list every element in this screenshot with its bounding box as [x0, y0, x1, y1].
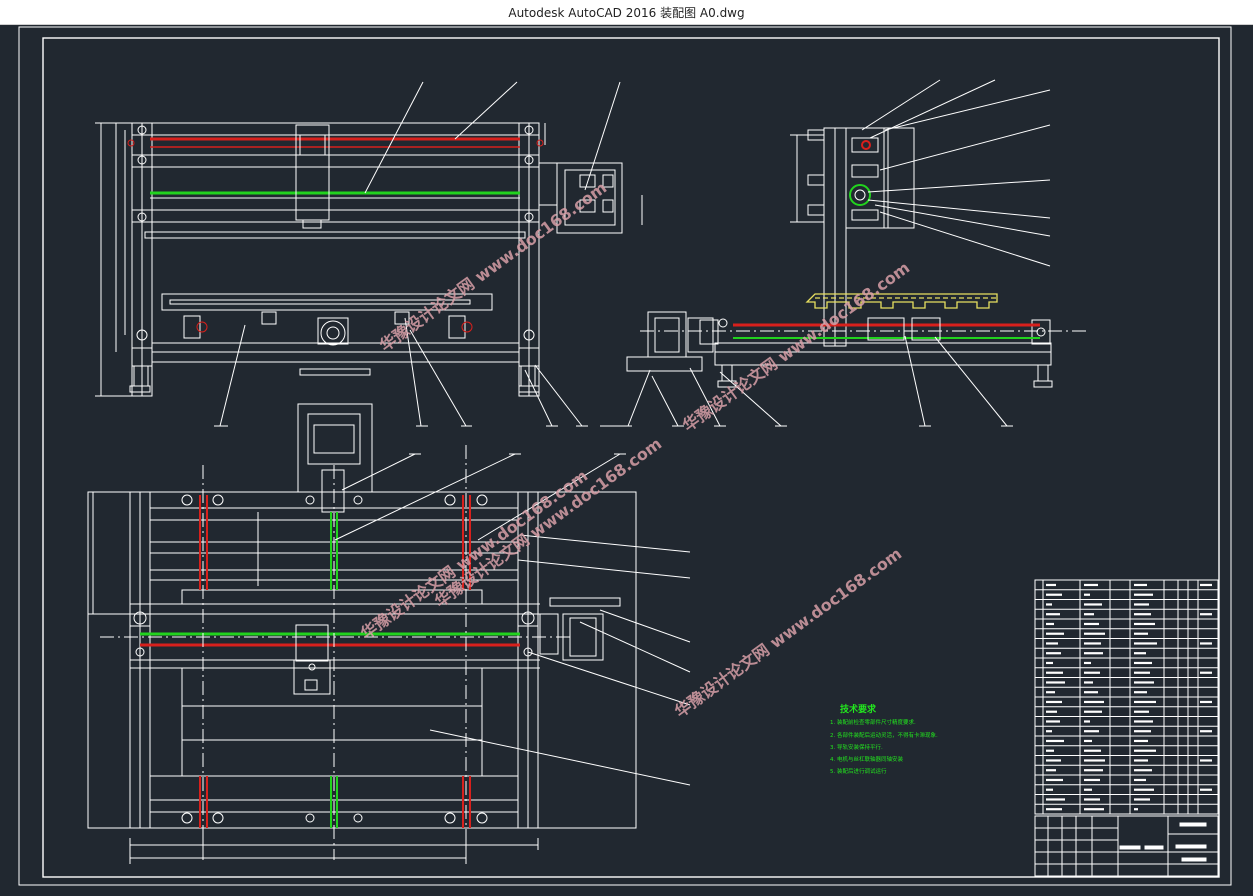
cad-drawing[interactable]: 技术要求 1. 装配前检查零部件尺寸精度要求. 2. 各部件装配后运动灵活，不得… [0, 25, 1253, 896]
tech-requirements: 技术要求 1. 装配前检查零部件尺寸精度要求. 2. 各部件装配后运动灵活，不得… [830, 703, 938, 775]
watermark-text: 华豫设计论文网 www.doc168.com [376, 178, 610, 355]
front-view[interactable] [95, 81, 643, 427]
watermarks: 华豫设计论文网 www.doc168.com 华豫设计论文网 www.doc16… [357, 178, 913, 721]
tech-requirement-item: 5. 装配后进行调试运行 [830, 767, 887, 775]
drawing-canvas[interactable]: 技术要求 1. 装配前检查零部件尺寸精度要求. 2. 各部件装配后运动灵活，不得… [0, 25, 1253, 896]
watermark-text: 华豫设计论文网 www.doc168.com [357, 466, 591, 643]
top-view[interactable] [87, 403, 691, 864]
tech-requirement-item: 2. 各部件装配后运动灵活，不得有卡滞现象. [830, 731, 938, 739]
title-bar: Autodesk AutoCAD 2016 装配图 A0.dwg [0, 0, 1253, 25]
tech-requirement-item: 1. 装配前检查零部件尺寸精度要求. [830, 718, 916, 726]
window-title: Autodesk AutoCAD 2016 装配图 A0.dwg [508, 6, 745, 20]
tech-requirement-item: 4. 电机与丝杠联轴器同轴安装 [830, 755, 903, 763]
side-view[interactable] [620, 79, 1090, 427]
tech-requirement-item: 3. 导轨安装保持平行. [830, 743, 883, 751]
tech-requirements-title: 技术要求 [840, 703, 877, 715]
profile-section [805, 293, 998, 309]
title-block[interactable] [1034, 815, 1219, 877]
watermark-text: 华豫设计论文网 www.doc168.com [671, 544, 905, 721]
watermark-text: 华豫设计论文网 www.doc168.com [679, 258, 913, 435]
sheet-border [18, 26, 1232, 886]
parts-list-table[interactable] [1034, 579, 1219, 815]
